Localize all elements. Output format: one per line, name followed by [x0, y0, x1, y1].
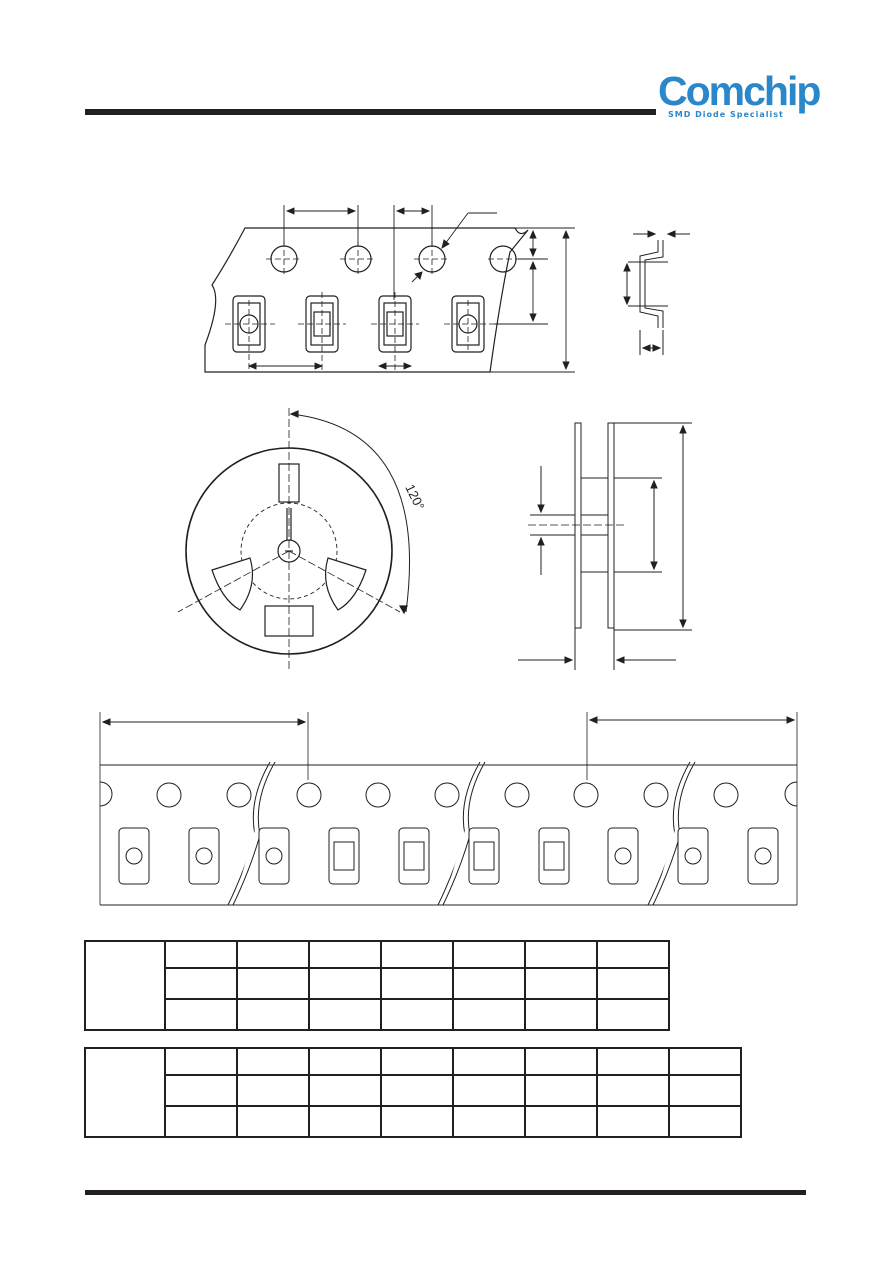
table-cell [236, 967, 310, 1000]
table-cell [164, 1105, 238, 1138]
dimension-table-upper [84, 940, 670, 1031]
strip-sprocket-holes [99, 781, 798, 808]
table-cell [236, 940, 310, 969]
table-cell [668, 1047, 742, 1076]
table-row-header [84, 940, 166, 1031]
table-cell [452, 1074, 526, 1107]
table-cell [452, 1105, 526, 1138]
comchip-logo: Comchip SMD Diode Specialist [658, 68, 821, 122]
table-cell [308, 1047, 382, 1076]
table-cell [452, 1047, 526, 1076]
table-cell [164, 967, 238, 1000]
table-cell [380, 998, 454, 1031]
table-cell [164, 1074, 238, 1107]
header-rule [85, 109, 656, 115]
table-cell [308, 940, 382, 969]
table-cell [524, 940, 598, 969]
table-cell [308, 967, 382, 1000]
table-cell [236, 1074, 310, 1107]
table-cell [164, 998, 238, 1031]
table-cell [308, 1074, 382, 1107]
tape-dimension-lines [247, 205, 575, 373]
table-cell [524, 967, 598, 1000]
table-cell [596, 967, 670, 1000]
table-cell [524, 1074, 598, 1107]
dimension-table-lower [84, 1047, 742, 1138]
tape-cross-section [623, 230, 690, 355]
footer-rule [85, 1190, 806, 1195]
table-cell [380, 1047, 454, 1076]
table-cell [524, 1105, 598, 1138]
table-cell [452, 967, 526, 1000]
table-cell [452, 998, 526, 1031]
table-cell [380, 967, 454, 1000]
pocket-centerlines [225, 292, 494, 370]
table-cell [596, 1105, 670, 1138]
angle-label: 120° [402, 482, 427, 513]
table-cell [668, 1105, 742, 1138]
table-cell [452, 940, 526, 969]
carrier-tape-drawing [204, 205, 575, 373]
logo-tagline: SMD Diode Specialist [668, 110, 784, 119]
table-cell [236, 1105, 310, 1138]
table-cell [524, 1047, 598, 1076]
table-cell [236, 1047, 310, 1076]
table-cell [668, 1074, 742, 1107]
table-cell [164, 1047, 238, 1076]
strip-pockets [118, 827, 779, 885]
table-cell [380, 1074, 454, 1107]
table-row-header [84, 1047, 166, 1138]
hole-centerlines [266, 241, 518, 277]
leader-trailer-tape [99, 712, 798, 906]
table-cell [308, 1105, 382, 1138]
table-cell [380, 1105, 454, 1138]
table-cell [596, 940, 670, 969]
tape-breaks [227, 761, 696, 906]
table-cell [596, 998, 670, 1031]
table-cell [164, 940, 238, 969]
reel-front-view: 120° [177, 408, 428, 670]
logo-wordmark: Comchip [658, 68, 821, 114]
reel-side-view [518, 422, 692, 670]
table-cell [236, 998, 310, 1031]
table-cell [596, 1074, 670, 1107]
table-cell [524, 998, 598, 1031]
table-cell [380, 940, 454, 969]
table-cell [308, 998, 382, 1031]
table-cell [596, 1047, 670, 1076]
